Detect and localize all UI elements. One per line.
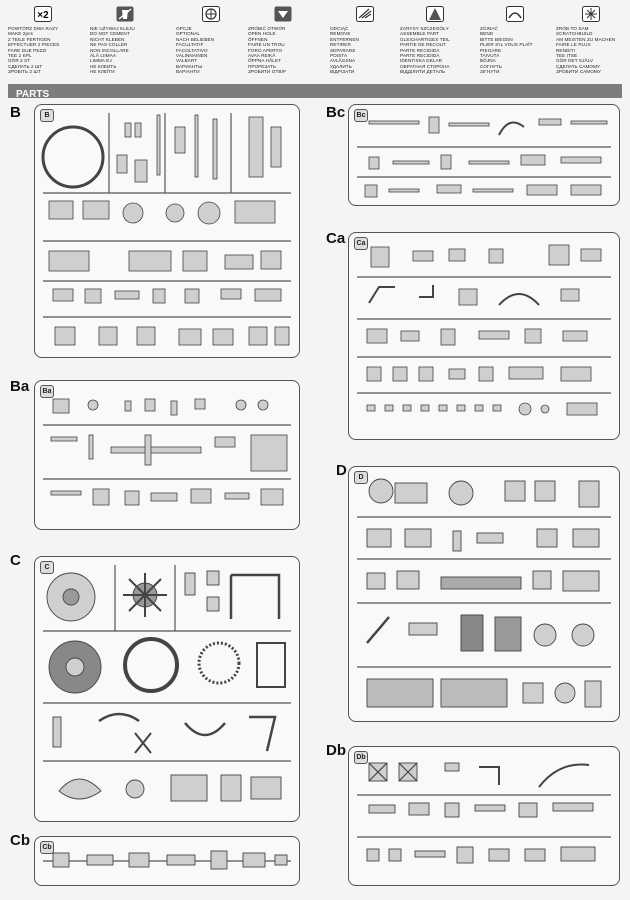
parts-heading: PARTS (16, 89, 50, 100)
section-label-bc: Bc (326, 104, 346, 121)
sprue-tag: D (354, 471, 368, 484)
sprue-ca: Ca (348, 232, 620, 440)
sprue-b: B (34, 104, 300, 358)
sprue-tag: C (40, 561, 54, 574)
sprue-bc: Bc (348, 104, 620, 206)
sprue-c-drawing (43, 565, 291, 802)
bend-icon (506, 6, 524, 22)
section-label-c: C (10, 552, 21, 569)
section-label-d: D (336, 462, 347, 479)
section-label-cb: Cb (10, 832, 30, 849)
open-hole-icon (274, 6, 292, 22)
sprue-c: C (34, 556, 300, 822)
sprue-tag: Cb (40, 841, 54, 854)
sprue-tag: Ba (40, 385, 54, 398)
section-label-ba: Ba (10, 378, 30, 395)
section-label-ca: Ca (326, 230, 346, 247)
svg-text:×2: ×2 (37, 10, 49, 21)
sprue-ba-drawing (43, 398, 291, 506)
repeat-icon: ×2 (34, 6, 52, 22)
sprue-db-drawing (357, 762, 611, 864)
sprue-tag: Ca (354, 237, 368, 250)
sprue-tag: B (40, 109, 54, 122)
remove-icon (356, 6, 374, 22)
sprue-ba: Ba (34, 380, 300, 530)
sprue-bc-drawing (357, 116, 611, 198)
sprue-d-drawing (357, 478, 611, 708)
no-glue-icon (116, 6, 134, 22)
sprue-tag: Bc (354, 109, 368, 122)
section-label-db: Db (326, 742, 346, 759)
scratchbuild-icon (582, 6, 600, 22)
sprue-d: D (348, 466, 620, 722)
sprue-cb-drawing (43, 850, 291, 870)
sprue-tag: Db (354, 751, 368, 764)
parts-heading-bar: PARTS (8, 84, 622, 100)
section-label-b: B (10, 104, 21, 121)
optional-icon (202, 6, 220, 22)
sprue-b-drawing (41, 113, 291, 346)
symmetrical-icon (426, 6, 444, 22)
sprue-db: Db (348, 746, 620, 886)
sprue-cb: Cb (34, 836, 300, 886)
sprue-ca-drawing (357, 244, 611, 416)
